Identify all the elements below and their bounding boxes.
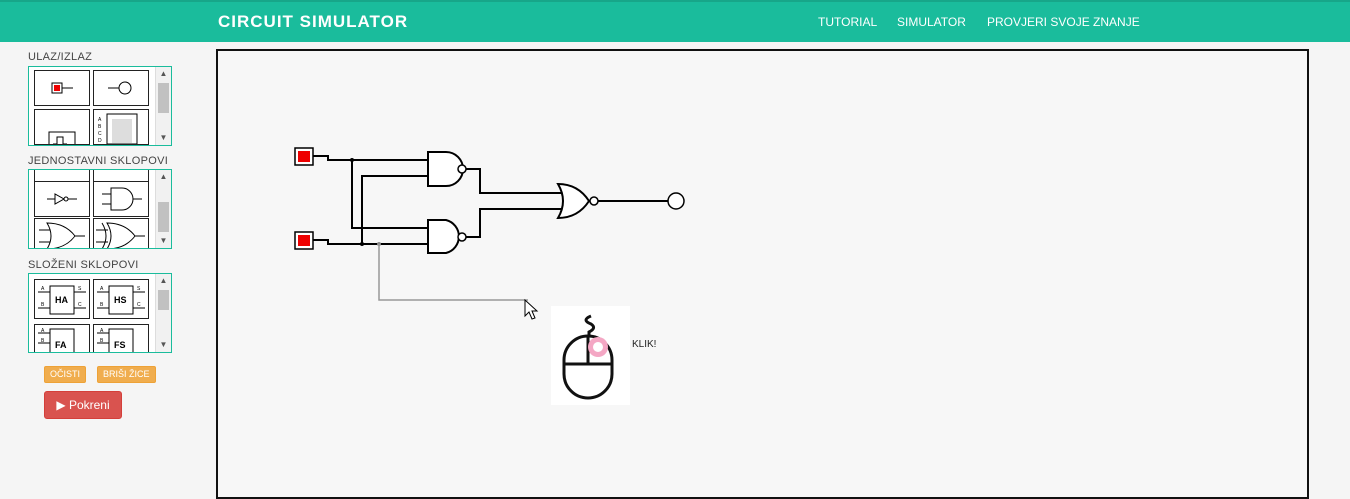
full-adder-tile[interactable]: A B FA	[34, 324, 90, 352]
nav-tutorial[interactable]: TUTORIAL	[818, 15, 878, 29]
palette-simple[interactable]: ▲ ▼	[28, 169, 172, 249]
wire[interactable]	[361, 175, 428, 244]
junction-dot	[350, 158, 354, 162]
scroll-down-icon[interactable]: ▼	[159, 133, 168, 142]
not-gate-tile[interactable]	[34, 181, 90, 217]
mouse-pointer-icon	[524, 298, 539, 320]
wire[interactable]	[466, 208, 566, 238]
display-icon: A B C D	[98, 113, 138, 144]
half-subtractor-tile[interactable]: A B S C HS	[93, 279, 149, 319]
full-adder-icon: A B FA	[38, 328, 75, 352]
scroll-down-icon[interactable]: ▼	[159, 340, 168, 349]
svg-text:B: B	[100, 338, 104, 344]
junction-dot	[360, 242, 364, 246]
run-button[interactable]: ▶ Pokreni	[44, 391, 122, 419]
nor-gate[interactable]	[556, 182, 599, 220]
tutorial-drag-path	[378, 244, 528, 301]
brand-title[interactable]: CIRCUIT SIMULATOR	[218, 12, 409, 31]
svg-text:B: B	[98, 124, 102, 130]
and-gate-icon	[102, 187, 142, 211]
full-subtractor-tile[interactable]: A B FS	[93, 324, 149, 352]
play-icon: ▶	[56, 398, 66, 412]
input-switch-tile[interactable]	[34, 70, 90, 106]
svg-text:A: A	[41, 286, 45, 292]
output-lamp-tile[interactable]	[93, 70, 149, 106]
display-tile[interactable]: A B C D	[93, 109, 149, 145]
xor-gate-icon	[96, 222, 145, 248]
tutorial-hint-text: KLIK!	[632, 339, 657, 350]
svg-text:A: A	[100, 328, 104, 334]
run-label: Pokreni	[68, 398, 110, 412]
not-gate-icon	[47, 193, 77, 205]
svg-text:S: S	[78, 286, 82, 292]
scrollbar[interactable]: ▲ ▼	[155, 67, 171, 145]
scrollbar[interactable]: ▲ ▼	[155, 170, 171, 248]
fs-label: FS	[114, 340, 126, 350]
scroll-thumb[interactable]	[158, 202, 169, 232]
circuit-canvas[interactable]: KLIK!	[216, 49, 1309, 499]
svg-text:A: A	[98, 117, 102, 123]
scroll-up-icon[interactable]: ▲	[159, 172, 168, 181]
hs-label: HS	[114, 295, 127, 305]
wire[interactable]	[313, 239, 428, 245]
input-switch-2[interactable]	[294, 231, 314, 250]
svg-text:C: C	[98, 131, 102, 137]
half-adder-icon: A B S C HA	[38, 285, 86, 315]
clear-button[interactable]: OČISTI	[44, 366, 87, 383]
svg-text:B: B	[41, 302, 45, 308]
mouse-click-icon	[562, 314, 614, 400]
scroll-down-icon[interactable]: ▼	[159, 236, 168, 245]
ha-label: HA	[55, 295, 68, 305]
and-gate-tile[interactable]	[93, 181, 149, 217]
half-subtractor-icon: A B S C HS	[97, 285, 145, 315]
svg-text:C: C	[78, 302, 82, 308]
navbar: CIRCUIT SIMULATOR TUTORIAL SIMULATOR PRO…	[0, 0, 1350, 42]
svg-text:B: B	[100, 302, 104, 308]
svg-text:A: A	[41, 328, 45, 334]
nand-gate-top[interactable]	[427, 151, 467, 187]
svg-text:A: A	[100, 286, 104, 292]
svg-text:C: C	[137, 302, 141, 308]
or-gate-tile[interactable]	[34, 218, 90, 248]
circuit-diagram	[294, 147, 685, 320]
output-lamp-icon	[108, 81, 132, 95]
section-title-simple: JEDNOSTAVNI SKLOPOVI	[28, 155, 169, 167]
scroll-thumb[interactable]	[158, 83, 169, 113]
palette-complex[interactable]: A B S C HA A B S C HS A B FA	[28, 273, 172, 353]
input-switch-icon	[51, 82, 73, 94]
svg-text:D: D	[98, 138, 102, 144]
svg-text:B: B	[41, 338, 45, 344]
nav-simulator[interactable]: SIMULATOR	[897, 15, 966, 29]
clock-tile[interactable]	[34, 109, 90, 145]
or-gate-icon	[39, 222, 85, 248]
output-lamp[interactable]	[667, 192, 685, 210]
scroll-up-icon[interactable]: ▲	[159, 276, 168, 285]
input-switch-1[interactable]	[294, 147, 314, 166]
tutorial-mouse-image	[551, 306, 630, 405]
svg-text:S: S	[137, 286, 141, 292]
section-title-complex: SLOŽENI SKLOPOVI	[28, 259, 139, 271]
wire[interactable]	[351, 160, 428, 229]
wire[interactable]	[466, 168, 566, 194]
full-subtractor-icon: A B FS	[97, 328, 134, 352]
scroll-up-icon[interactable]: ▲	[159, 69, 168, 78]
scrollbar[interactable]: ▲ ▼	[155, 274, 171, 352]
section-title-io: ULAZ/IZLAZ	[28, 51, 93, 63]
half-adder-tile[interactable]: A B S C HA	[34, 279, 90, 319]
delete-wires-button[interactable]: BRIŠI ŽICE	[97, 366, 156, 383]
clock-icon	[48, 131, 76, 144]
xor-gate-tile[interactable]	[93, 218, 149, 248]
palette-io[interactable]: A B C D ▲ ▼	[28, 66, 172, 146]
nand-gate-bottom[interactable]	[427, 219, 467, 254]
wire[interactable]	[313, 155, 428, 161]
fa-label: FA	[55, 340, 67, 350]
nav-quiz[interactable]: PROVJERI SVOJE ZNANJE	[987, 15, 1140, 29]
scroll-thumb[interactable]	[158, 290, 169, 310]
